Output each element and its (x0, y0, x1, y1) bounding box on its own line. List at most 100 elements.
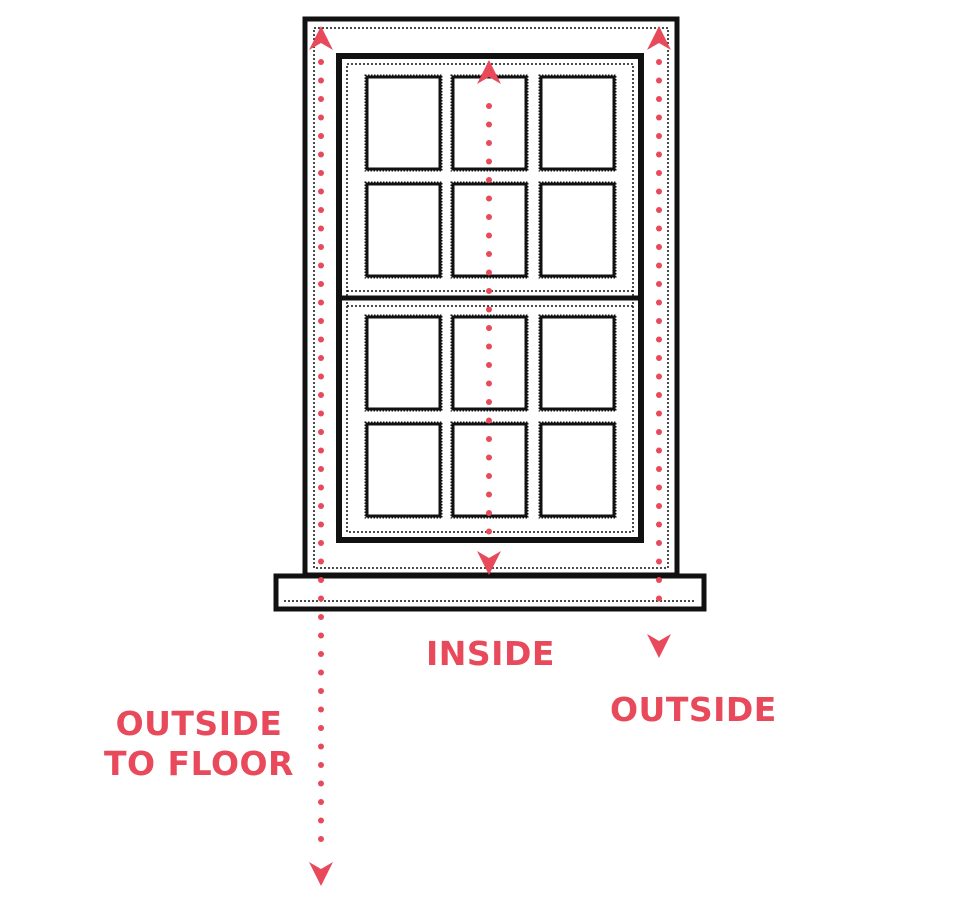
window-drawing (273, 16, 707, 612)
measure-dot (656, 114, 662, 121)
window-pane (539, 182, 616, 278)
measure-dot (486, 362, 492, 368)
window-pane (451, 182, 528, 278)
outside-to-floor-line1: OUTSIDE (115, 704, 283, 743)
inside-dots (486, 103, 492, 535)
measure-dot (656, 484, 662, 491)
window-pane (365, 422, 442, 518)
measure-dot (656, 170, 662, 176)
measure-dot (318, 558, 324, 565)
measure-dot (656, 336, 662, 343)
window-pane (539, 75, 616, 171)
measure-dot (656, 244, 662, 250)
measure-dot (656, 410, 662, 417)
measure-dot (318, 447, 324, 454)
measure-dot (318, 651, 324, 657)
window-pane-edge (364, 181, 443, 279)
measure-dot (318, 706, 324, 713)
window-pane-edge (450, 314, 529, 412)
measure-dot (656, 595, 662, 602)
window-pane-edge (538, 74, 617, 172)
measure-dot (318, 521, 324, 528)
measure-dot (656, 96, 662, 102)
measure-dot (318, 225, 324, 232)
measure-dot (318, 336, 324, 343)
measure-dot (486, 158, 492, 165)
outside-arrow-down (647, 634, 671, 658)
measure-dot (656, 77, 662, 84)
inside-arrow-down (477, 551, 501, 575)
measure-dot (318, 614, 324, 620)
window-pane (539, 422, 616, 518)
measure-dot (656, 447, 662, 454)
measure-dot (656, 318, 662, 324)
window-pane-edge (364, 421, 443, 519)
measurement-lines (309, 26, 671, 886)
measure-dot (318, 466, 324, 472)
window-pane (451, 422, 528, 518)
measure-dot (486, 325, 492, 331)
measure-dot (486, 214, 492, 220)
measure-dot (318, 151, 324, 158)
measure-dot (318, 114, 324, 121)
measure-dot (318, 743, 324, 750)
measure-dot (318, 410, 324, 417)
measure-dot (656, 558, 662, 565)
window-pane (365, 315, 442, 411)
measure-dot (656, 281, 662, 287)
measure-dot (318, 836, 324, 842)
measure-dot (318, 355, 324, 361)
measure-dot (486, 103, 492, 109)
measure-dot (486, 140, 492, 146)
measure-dot (318, 207, 324, 213)
measure-dot (318, 262, 324, 269)
window-pane-edge (450, 74, 529, 172)
measure-dot (486, 121, 492, 128)
measure-dot (486, 528, 492, 535)
measure-dot (656, 577, 662, 583)
measure-dot (656, 503, 662, 509)
measure-dot (486, 417, 492, 424)
outside-to-floor-dots (318, 59, 324, 842)
window-sill (273, 573, 707, 612)
measure-dot (486, 436, 492, 442)
measure-dot (318, 188, 324, 195)
window-pane-edge (364, 74, 443, 172)
measure-dot (318, 170, 324, 176)
measure-dot (656, 392, 662, 398)
measure-dot (318, 817, 324, 824)
measure-dot (656, 225, 662, 232)
outside-arrow-up (647, 26, 671, 50)
measure-dot (318, 299, 324, 306)
measure-dot (486, 473, 492, 479)
measure-dot (486, 380, 492, 387)
measure-dot (486, 306, 492, 313)
window-pane-edge (450, 421, 529, 519)
measure-dot (656, 429, 662, 435)
measure-dot (486, 343, 492, 350)
measure-dot (318, 632, 324, 639)
measure-dot (656, 355, 662, 361)
measure-dot (318, 96, 324, 102)
measure-dot (318, 484, 324, 491)
measure-dot (656, 133, 662, 139)
window-pane-edge (538, 314, 617, 412)
window-pane (365, 75, 442, 171)
measure-dot (318, 373, 324, 380)
window-pane (539, 315, 616, 411)
measure-dot (318, 133, 324, 139)
window-pane (365, 182, 442, 278)
measure-dot (318, 577, 324, 583)
measure-dot (656, 521, 662, 528)
measure-dot (318, 762, 324, 768)
measure-dot (318, 780, 324, 787)
window-pane-edge (538, 421, 617, 519)
outside-to-floor-arrow-up (309, 26, 333, 50)
measure-dot (318, 595, 324, 602)
measure-dot (318, 503, 324, 509)
inside-arrow-up (477, 60, 501, 84)
measure-dot (486, 269, 492, 276)
measure-dot (486, 251, 492, 257)
window-pane (451, 315, 528, 411)
